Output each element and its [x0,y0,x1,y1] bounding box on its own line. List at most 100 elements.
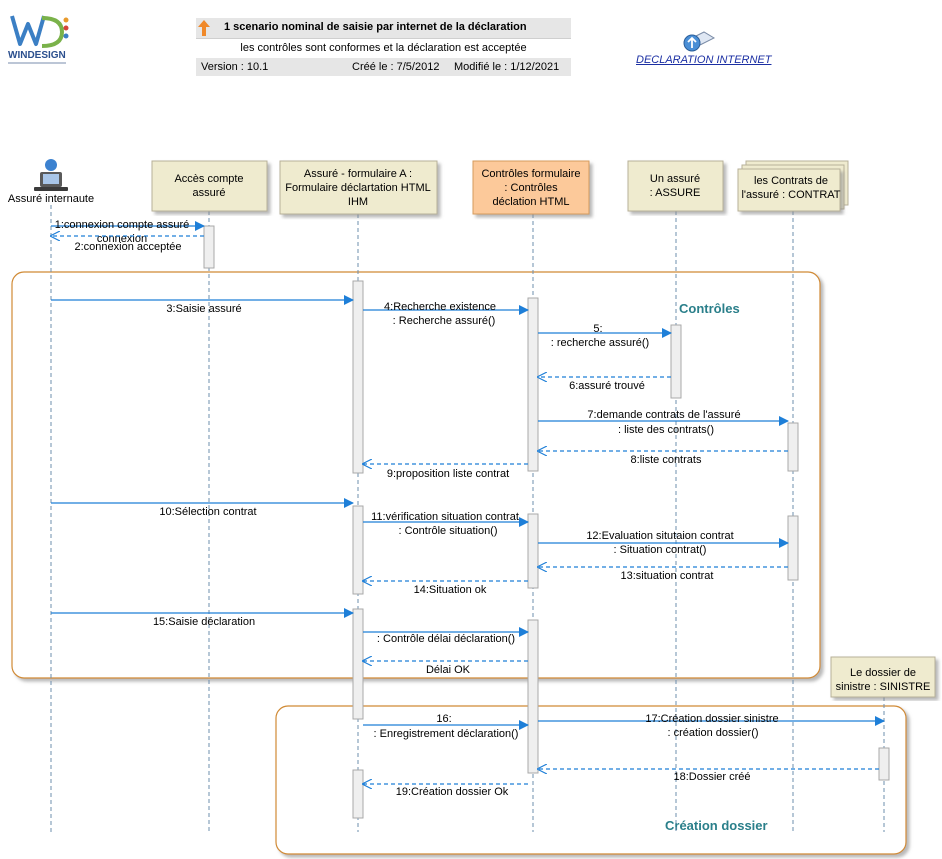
header-created: Créé le : 7/5/2012 [352,61,440,73]
activation-ctrl-1 [527,297,539,472]
box-form: Assuré - formulaire A : Formulaire décla… [279,160,438,215]
message-15c: Délai OK [363,661,528,676]
actor-assure-internaute: Assuré internaute [8,159,94,205]
message-15b: : Contrôle délai déclaration() [363,627,529,645]
message-5: 5: : recherche assuré() [538,323,672,349]
message-1: 1:connexion compte assuré connexion [51,219,205,245]
box-form-line1: Assuré - formulaire A : [304,168,412,180]
message-4: 4:Recherche existence : Recherche assuré… [363,301,529,327]
group-creation-frame: Création dossier [275,705,907,855]
header-modified: Modifié le : 1/12/2021 [454,61,560,73]
activation-ctrl-3 [527,619,539,774]
declaration-internet-label[interactable]: DECLARATION INTERNET [636,54,772,66]
message-15b-label: : Contrôle délai déclaration() [377,633,515,645]
message-14: 14:Situation ok [363,581,528,596]
message-17: 17:Création dossier sinistre : création … [538,713,885,739]
message-11: 11:vérification situation contrat : Cont… [363,511,529,537]
message-8: 8:liste contrats [538,451,788,466]
box-assure-line1: Un assuré [650,173,700,185]
message-12-label: 12:Evaluation situtaion contrat [586,530,733,542]
message-9: 9:proposition liste contrat [363,464,528,480]
box-ctrl-line2: : Contrôles [504,182,558,194]
header-title: 1 scenario nominal de saisie par interne… [224,21,527,33]
message-11-label: 11:vérification situation contrat [371,511,519,523]
message-6: 6:assuré trouvé [538,377,671,392]
warning-arrow-icon [198,20,210,39]
box-form-line3: IHM [348,196,368,208]
header-subtitle: les contrôles sont conformes et la décla… [240,42,527,54]
box-ctrl-line1: Contrôles formulaire [481,168,580,180]
message-5-sublabel: : recherche assuré() [551,337,649,349]
message-18: 18:Dossier créé [538,769,879,783]
header-subtitle-row: les contrôles sont conformes et la décla… [196,39,571,58]
box-form-line2: Formulaire déclartation HTML [285,182,431,194]
activation-acces [203,225,215,269]
activation-dossier [878,747,890,781]
message-5-label: 5: [593,323,602,335]
message-16: 16: : Enregistrement déclaration() [363,713,529,740]
activation-form-2 [352,505,364,595]
message-19: 19:Création dossier Ok [363,784,528,798]
message-10-label: 10:Sélection contrat [159,506,256,518]
message-8-label: 8:liste contrats [631,454,702,466]
message-3: 3:Saisie assuré [51,295,354,315]
message-13: 13:situation contrat [538,567,788,582]
box-contrats: les Contrats de l'assuré : CONTRAT [737,160,849,212]
message-16-sublabel: : Enregistrement déclaration() [374,728,519,740]
message-13-label: 13:situation contrat [621,570,714,582]
message-6-label: 6:assuré trouvé [569,380,645,392]
message-7: 7:demande contrats de l'assuré : liste d… [538,409,789,436]
activation-form-4 [352,769,364,819]
message-12: 12:Evaluation situtaion contrat : Situat… [538,530,789,556]
activation-ctrl-2 [527,513,539,589]
message-2: 2:connexion acceptée [51,236,204,253]
message-3-label: 3:Saisie assuré [166,303,241,315]
user-computer-icon [34,159,68,191]
message-12-sublabel: : Situation contrat() [614,544,707,556]
message-11-sublabel: : Contrôle situation() [398,525,497,537]
box-acces: Accès compte assuré [151,160,268,212]
box-acces-line1: Accès compte [174,173,243,185]
message-15c-label: Délai OK [426,664,471,676]
header-meta-row: Version : 10.1 Créé le : 7/5/2012 Modifi… [196,58,571,76]
activations [203,225,890,819]
group-controles-frame: Contrôles [11,271,821,679]
message-16-label: 16: [436,713,451,725]
group-creation-title: Création dossier [665,818,768,833]
message-4-label: 4:Recherche existence [384,301,496,313]
actor-label: Assuré internaute [8,193,94,205]
box-assure-line2: : ASSURE [650,187,701,199]
box-dossier: Le dossier de sinistre : SINISTRE [830,656,936,698]
logo-text: WINDESIGN [8,50,66,61]
box-acces-line2: assuré [192,187,225,199]
message-9-label: 9:proposition liste contrat [387,468,509,480]
windesign-logo: WINDESIGN [6,8,70,68]
message-4-sublabel: : Recherche assuré() [393,315,496,327]
message-18-label: 18:Dossier créé [673,771,750,783]
box-assure: Un assuré : ASSURE [627,160,724,212]
message-10: 10:Sélection contrat [51,498,354,518]
header-title-row: 1 scenario nominal de saisie par interne… [196,18,571,39]
message-17-label: 17:Création dossier sinistre [645,713,778,725]
group-controles-title: Contrôles [679,301,740,316]
message-1-label: 1:connexion compte assuré [55,219,190,231]
box-ctrl: Contrôles formulaire : Contrôles déclati… [472,160,590,215]
box-contrats-line2: l'assuré : CONTRAT [741,189,840,201]
box-contrats-line1: les Contrats de [754,175,828,187]
box-dossier-line2: sinistre : SINISTRE [836,681,931,693]
message-7-label: 7:demande contrats de l'assuré [587,409,740,421]
message-15: 15:Saisie déclaration [51,608,354,628]
activation-contrats-1 [787,422,799,472]
box-ctrl-line3: déclation HTML [492,196,569,208]
message-14-label: 14:Situation ok [414,584,487,596]
message-19-label: 19:Création dossier Ok [396,786,509,798]
message-17-sublabel: : création dossier() [667,727,758,739]
activation-assure [670,324,682,399]
message-15-label: 15:Saisie déclaration [153,616,255,628]
activation-form-3 [352,608,364,720]
message-7-sublabel: : liste des contrats() [618,424,714,436]
box-dossier-line1: Le dossier de [850,667,916,679]
diagram-link-icon [682,30,716,57]
header-version: Version : 10.1 [201,61,269,73]
